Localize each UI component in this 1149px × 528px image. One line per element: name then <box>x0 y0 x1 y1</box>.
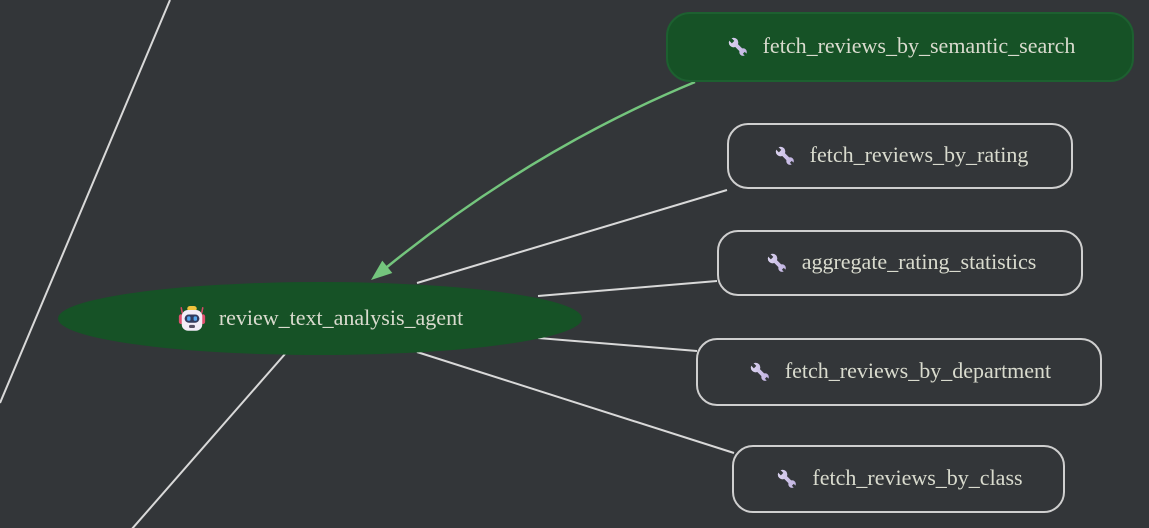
edge-agent-to-fetch-reviews-by-class <box>416 351 735 454</box>
edge-agent-to-fetch-reviews-by-department <box>537 337 698 352</box>
tool-node-aggregate-rating-statistics[interactable]: aggregate_rating_statistics <box>717 230 1083 296</box>
agent-node-review-text-analysis-agent[interactable]: review_text_analysis_agent <box>58 282 582 355</box>
tool-node-fetch-reviews-by-class[interactable]: fetch_reviews_by_class <box>732 445 1065 513</box>
tool-node-label: fetch_reviews_by_semantic_search <box>762 33 1076 58</box>
wrench-icon <box>764 250 790 276</box>
tool-node-fetch-reviews-by-semantic-search[interactable]: fetch_reviews_by_semantic_search <box>666 12 1134 82</box>
wrench-icon <box>725 34 751 60</box>
wrench-icon <box>747 359 773 385</box>
robot-icon <box>178 305 205 331</box>
tool-node-label: fetch_reviews_by_department <box>784 358 1052 383</box>
agent-node-label: review_text_analysis_agent <box>218 304 464 330</box>
tool-node-label: fetch_reviews_by_class <box>812 465 1023 490</box>
tool-node-fetch-reviews-by-rating[interactable]: fetch_reviews_by_rating <box>727 123 1073 189</box>
edge-semantic-search-to-agent <box>386 80 696 268</box>
tool-node-label: fetch_reviews_by_rating <box>809 142 1029 167</box>
wrench-icon <box>772 143 798 169</box>
edge-offscreen-crossing <box>0 0 171 404</box>
wrench-icon <box>774 466 800 492</box>
edge-agent-to-fetch-reviews-by-rating <box>416 189 728 284</box>
edge-agent-to-aggregate-rating-statistics <box>537 280 718 297</box>
tool-node-label: aggregate_rating_statistics <box>801 249 1037 274</box>
tool-node-fetch-reviews-by-department[interactable]: fetch_reviews_by_department <box>696 338 1102 406</box>
edge-agent-to-offscreen-bottom-left <box>131 353 286 528</box>
edge-semantic-search-arrowhead <box>371 260 393 280</box>
